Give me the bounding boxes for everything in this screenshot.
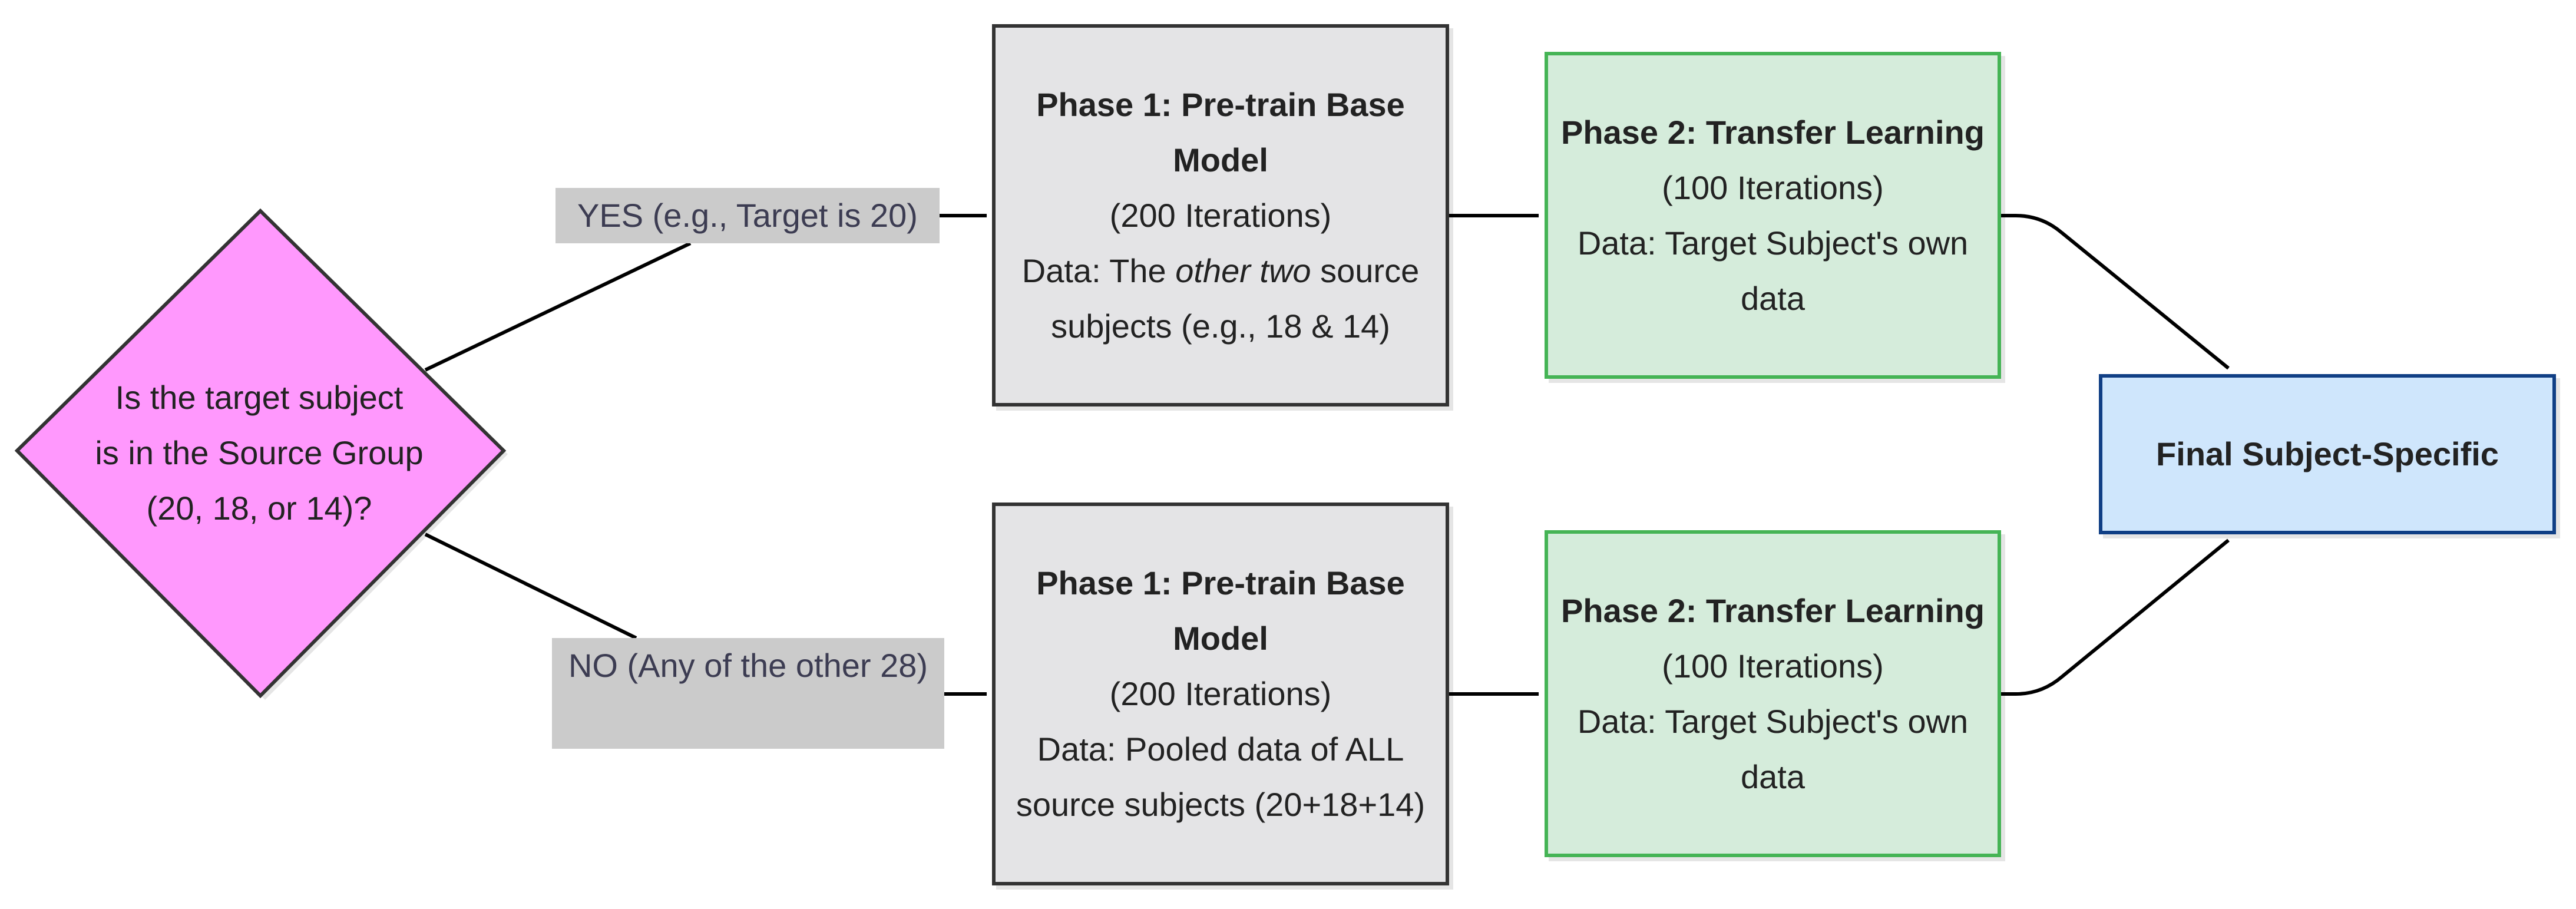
phase1-iterations: (200 Iterations) (1109, 675, 1332, 712)
decision-diamond (14, 208, 507, 699)
phase1-data-suffix: source subjects (e.g., 18 & 14) (1051, 252, 1420, 345)
edge-no-phase2-to-final (2001, 538, 2230, 696)
edge-yes-phase2-to-final (2001, 214, 2230, 370)
phase2-iterations: (100 Iterations) (1662, 168, 1884, 206)
edge-label-yes: YES (e.g., Target is 20) (555, 188, 940, 243)
phase1-title: Phase 1: Pre-train Base Model (1036, 564, 1405, 657)
decision-line-1: Is the target subject (115, 379, 404, 416)
phase1-data-emphasis: other two (1175, 252, 1311, 289)
phase2-node-yes: Phase 2: Transfer Learning (100 Iteratio… (1545, 52, 2001, 379)
phase1-node-yes: Phase 1: Pre-train Base Model (200 Itera… (992, 24, 1449, 406)
final-title: Final Subject-Specific (2156, 435, 2499, 472)
edge-label-no: NO (Any of the other 28) (552, 638, 944, 749)
decision-line-2: is in the Source Group (95, 434, 424, 471)
phase1-data-prefix: Data: The (1021, 252, 1176, 289)
phase2-data: Data: Target Subject's own data (1577, 224, 1969, 317)
phase1-iterations: (200 Iterations) (1109, 196, 1332, 234)
phase1-data: Data: The other two source subjects (e.g… (996, 243, 1446, 354)
edge-decision-to-yes-label (424, 242, 692, 372)
phase2-iterations: (100 Iterations) (1662, 647, 1884, 685)
phase2-title: Phase 2: Transfer Learning (1561, 113, 1985, 151)
final-node: Final Subject-Specific (2099, 374, 2556, 534)
phase1-data: Data: Pooled data of ALL source subjects… (1016, 730, 1426, 823)
decision-question: Is the target subject is in the Source G… (24, 370, 495, 536)
phase1-title: Phase 1: Pre-train Base Model (1036, 85, 1405, 179)
phase2-title: Phase 2: Transfer Learning (1561, 591, 1985, 629)
phase2-node-no: Phase 2: Transfer Learning (100 Iteratio… (1545, 530, 2001, 857)
edge-decision-to-no-label (424, 533, 637, 640)
phase2-data: Data: Target Subject's own data (1577, 702, 1969, 795)
decision-line-3: (20, 18, or 14)? (146, 490, 372, 527)
phase1-node-no: Phase 1: Pre-train Base Model (200 Itera… (992, 503, 1449, 885)
